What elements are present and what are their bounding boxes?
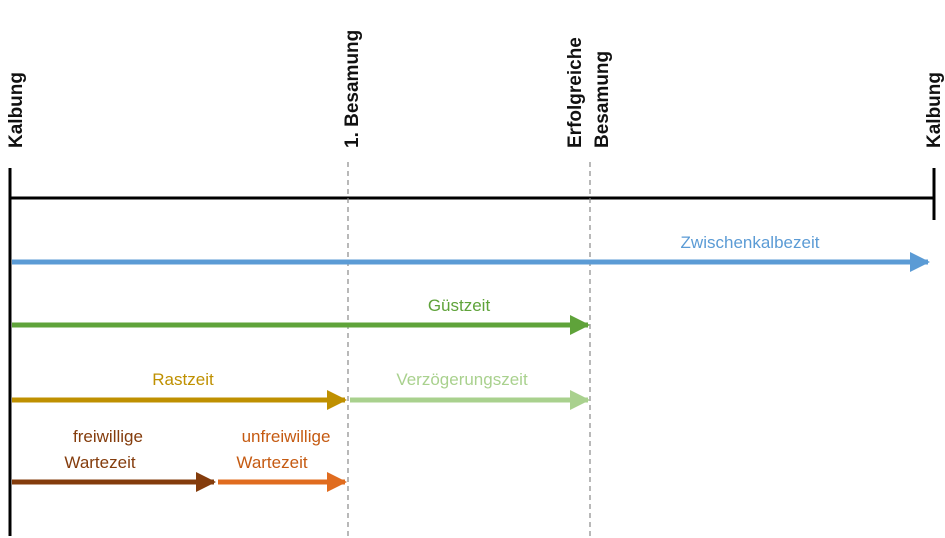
guestzeit-label: Güstzeit <box>428 296 491 315</box>
unfreiwillige-wartezeit-label-line1: unfreiwillige <box>242 427 331 446</box>
milestone-label-successful-insemination-line2: Besamung <box>592 51 613 148</box>
milestone-label-first-insemination: 1. Besamung <box>342 30 363 148</box>
verzoegerungszeit-label: Verzögerungszeit <box>396 370 528 389</box>
rastzeit-label: Rastzeit <box>152 370 214 389</box>
zwischenkalbezeit-label: Zwischenkalbezeit <box>681 233 820 252</box>
freiwillige-wartezeit-label-line2: Wartezeit <box>64 453 135 472</box>
freiwillige-wartezeit-label-line1: freiwillige <box>73 427 143 446</box>
unfreiwillige-wartezeit-label-line2: Wartezeit <box>236 453 307 472</box>
milestone-label-calving-end: Kalbung <box>924 72 945 148</box>
milestone-label-calving-start: Kalbung <box>6 72 27 148</box>
milestone-label-successful-insemination-line1: Erfolgreiche <box>565 37 586 148</box>
